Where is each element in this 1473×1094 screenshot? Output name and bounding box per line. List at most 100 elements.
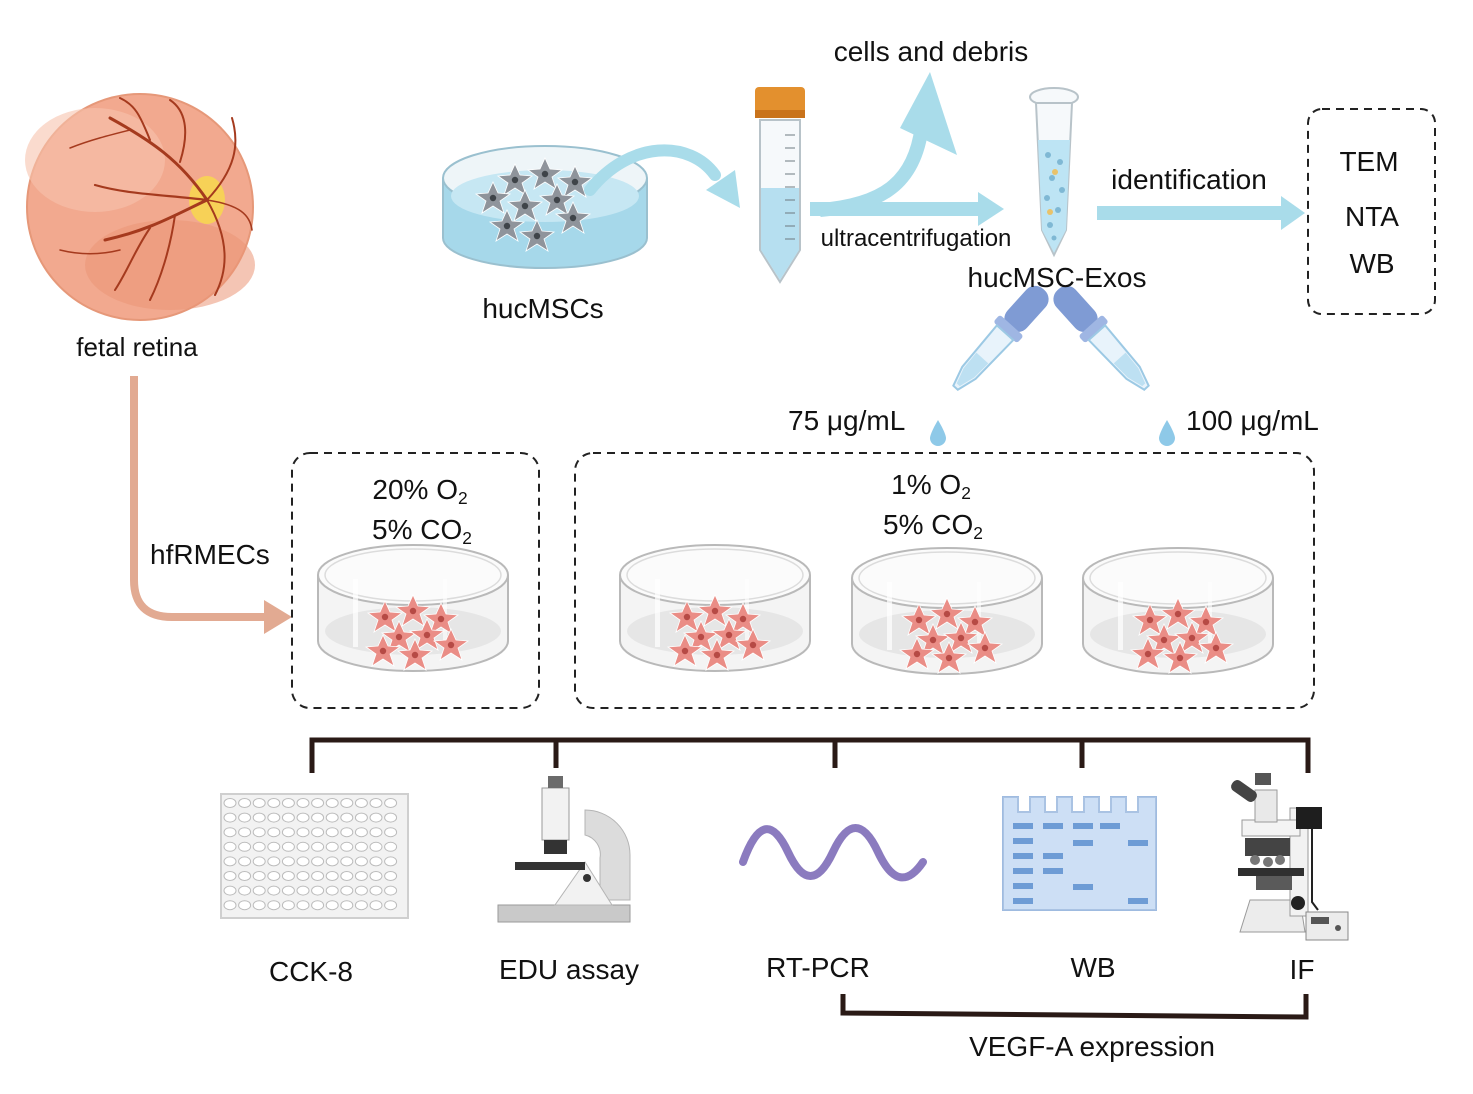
plate-well <box>281 885 295 896</box>
dose-75-label: 75 μg/mL <box>788 405 906 436</box>
plate-well <box>281 798 295 808</box>
plate-well <box>267 827 281 838</box>
plate-well <box>281 812 295 823</box>
plate-well <box>238 798 252 808</box>
normoxia-box <box>291 452 540 709</box>
plate-well <box>369 856 383 867</box>
tem-label: TEM <box>1339 146 1399 177</box>
plate-well <box>384 885 398 896</box>
plate-well <box>238 856 252 867</box>
hucmsc-exos-label: hucMSC-Exos <box>967 262 1147 293</box>
plate-well <box>311 885 325 896</box>
plate-well <box>354 812 368 823</box>
plate-well <box>296 856 310 867</box>
plate-well <box>340 885 354 896</box>
vegf-label: VEGF-A expression <box>969 1031 1215 1062</box>
exosome-tube-icon <box>1029 87 1079 258</box>
plate-well <box>369 841 383 852</box>
well-plate-icon <box>220 793 409 919</box>
plate-well <box>369 827 383 838</box>
hfrmecs-arrow-head <box>264 600 292 634</box>
hypoxia-box <box>574 452 1315 709</box>
transfer-arrow <box>584 144 721 196</box>
plate-well <box>223 900 237 911</box>
plate-well <box>340 827 354 838</box>
plate-well <box>223 885 237 896</box>
plate-well <box>296 841 310 852</box>
plate-well <box>325 827 339 838</box>
plate-well <box>267 871 281 881</box>
transfer-arrow-head <box>706 170 740 208</box>
plate-well <box>369 812 383 823</box>
plate-well <box>325 871 339 881</box>
plate-well <box>311 827 325 838</box>
plate-well <box>369 900 383 911</box>
identification-arrow <box>1097 206 1283 220</box>
plate-well <box>311 841 325 852</box>
plate-well <box>223 827 237 838</box>
plate-well <box>281 827 295 838</box>
plate-well <box>311 812 325 823</box>
hucmscs-label: hucMSCs <box>482 293 604 324</box>
plate-well <box>252 900 266 911</box>
plate-well <box>325 841 339 852</box>
plate-well <box>325 885 339 896</box>
plate-well <box>223 798 237 808</box>
plate-well <box>384 856 398 867</box>
plate-well <box>340 812 354 823</box>
hypoxia-exos-100-dish-icon <box>1082 547 1274 675</box>
assay-edu-label: EDU assay <box>498 954 640 985</box>
plate-well <box>281 900 295 911</box>
ultracentrifugation-label: ultracentrifugation <box>820 225 1012 252</box>
identification-arrow-head <box>1281 196 1305 230</box>
plate-well <box>281 871 295 881</box>
plate-well <box>281 841 295 852</box>
plate-well <box>252 841 266 852</box>
plate-well <box>267 856 281 867</box>
plate-well <box>384 900 398 911</box>
fluorescence-microscope-icon <box>1231 773 1349 941</box>
nta-label: NTA <box>1345 201 1399 232</box>
plate-well <box>325 812 339 823</box>
assay-cck8-label: CCK-8 <box>268 956 354 987</box>
drop-75-icon <box>930 420 946 446</box>
plate-well <box>267 885 281 896</box>
ultracentrifugation-arrow-head <box>978 192 1004 226</box>
plate-well <box>369 885 383 896</box>
plate-well <box>296 885 310 896</box>
assay-if-label: IF <box>1289 954 1315 985</box>
normoxia-co2-label: 5% CO2 <box>372 514 472 548</box>
plate-well <box>325 856 339 867</box>
plate-well <box>296 871 310 881</box>
plate-well <box>267 900 281 911</box>
assay-rtpcr-label: RT-PCR <box>766 952 870 983</box>
hypoxia-exos-75-dish-icon <box>851 547 1043 675</box>
plate-well <box>267 841 281 852</box>
plate-well <box>252 856 266 867</box>
centrifuge-tube-icon <box>755 87 805 284</box>
fetal-retina-icon <box>25 93 255 321</box>
plate-well <box>296 827 310 838</box>
plate-well <box>311 856 325 867</box>
plate-well <box>340 798 354 808</box>
hypoxia-o2-label: 1% O2 <box>891 469 971 503</box>
plate-well <box>267 812 281 823</box>
plate-well <box>384 812 398 823</box>
plate-well <box>238 900 252 911</box>
plate-well <box>354 856 368 867</box>
plate-well <box>311 871 325 881</box>
identification-label: identification <box>1111 164 1267 195</box>
hypoxia-co2-label: 5% CO2 <box>883 509 983 543</box>
fetal-retina-label: fetal retina <box>76 332 198 362</box>
plate-well <box>340 900 354 911</box>
plate-well <box>281 856 295 867</box>
plate-well <box>252 812 266 823</box>
plate-well <box>252 827 266 838</box>
plate-well <box>354 827 368 838</box>
dose-100-label: 100 μg/mL <box>1186 405 1319 436</box>
plate-well <box>238 827 252 838</box>
western-blot-gel-icon <box>1002 796 1157 911</box>
cells-debris-label: cells and debris <box>833 36 1029 67</box>
rt-pcr-wave-icon <box>739 824 927 882</box>
